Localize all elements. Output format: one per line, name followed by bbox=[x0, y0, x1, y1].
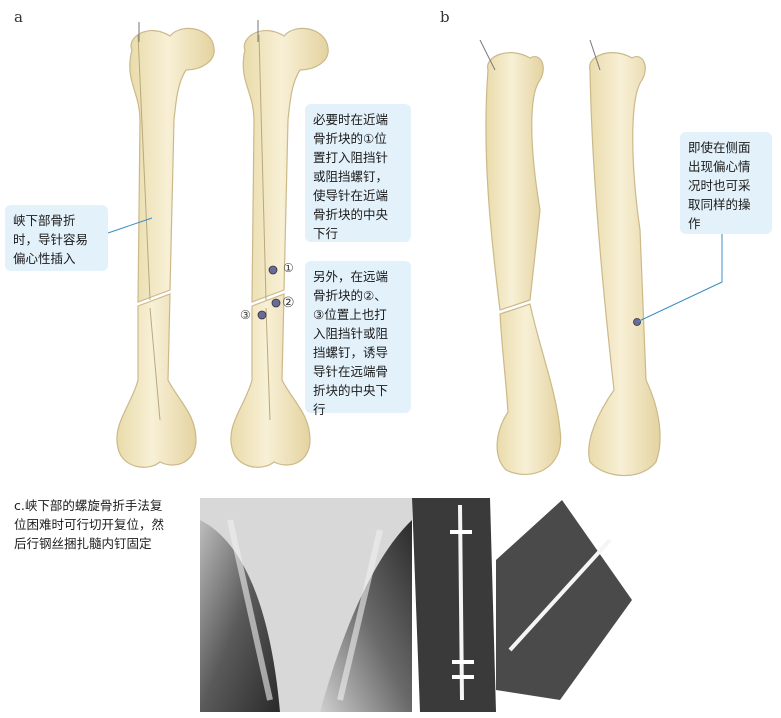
panel-b-letter: b bbox=[440, 8, 450, 26]
callout-lateral: 即使在侧面 出现偏心情 况时也可采 取同样的操 作 bbox=[680, 132, 772, 234]
callout-proximal: 必要时在近端 骨折块的①位 置打入阻挡针 或阻挡螺钉， 使导针在近端 骨折块的中… bbox=[305, 104, 411, 242]
marker-3: ③ bbox=[240, 308, 251, 322]
callout-distal: 另外，在远端 骨折块的②、 ③位置上也打 入阻挡针或阻 挡螺钉，诱导 导针在远端… bbox=[305, 261, 411, 417]
xray-1 bbox=[200, 498, 412, 712]
xray-2 bbox=[412, 498, 496, 712]
leader-lateral bbox=[636, 219, 723, 323]
marker-1: ① bbox=[283, 261, 294, 275]
femur-b2 bbox=[588, 39, 661, 477]
femur-b1 bbox=[479, 39, 562, 475]
leader-eccentric bbox=[107, 217, 153, 234]
caption-c: c.峡下部的螺旋骨折手法复 位困难时可行切开复位，然 后行钢丝捆扎髓内钉固定 bbox=[14, 498, 165, 551]
callout-eccentric: 峡下部骨折 时，导针容易 偏心性插入 bbox=[5, 205, 108, 271]
marker-2: ② bbox=[282, 295, 295, 311]
panel-a-letter: a bbox=[14, 8, 23, 26]
femur-a1 bbox=[116, 22, 215, 468]
xray-3 bbox=[496, 500, 632, 700]
femur-a2 bbox=[230, 20, 329, 468]
